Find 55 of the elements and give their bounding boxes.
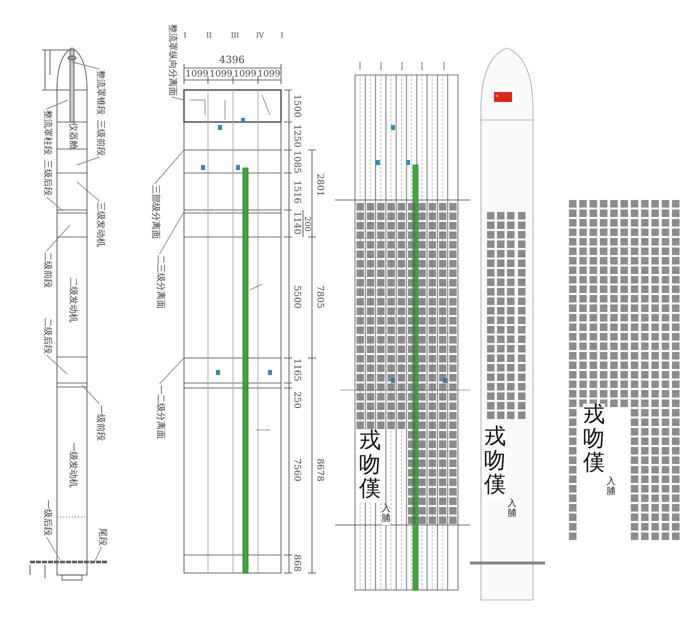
- dimension-text: 1099: [234, 70, 256, 80]
- subtitle-text: 入脯: [382, 505, 390, 525]
- part-label: 二级前段: [42, 252, 51, 288]
- dimension-text: 250: [292, 391, 300, 409]
- dimension-text: 1099: [186, 70, 208, 80]
- part-label: 整流罩纵向分离面: [167, 24, 176, 96]
- leader-line: [46, 100, 68, 110]
- part-label: 三部级分离面: [150, 185, 159, 239]
- part-label: 三级后段: [42, 160, 51, 196]
- dimension-text: 8678: [314, 458, 324, 482]
- leader-line: [154, 150, 184, 184]
- leader-line: [159, 358, 184, 384]
- part-label: 一级前段: [95, 405, 104, 441]
- part-label: 整流罩锥段: [95, 70, 104, 115]
- dimension-text: 868: [292, 554, 300, 572]
- leader-line: [82, 384, 100, 404]
- leader-line: [76, 156, 100, 166]
- part-label: 二级发动机: [68, 278, 76, 322]
- dimension-text: 200: [303, 216, 311, 232]
- part-label: 整流罩柱段: [42, 110, 51, 155]
- part-label: 一级后段: [42, 500, 51, 536]
- leader-line: [46, 354, 68, 374]
- subtitle-text: 入脯: [508, 500, 516, 520]
- dimension-text: 4396: [219, 56, 245, 66]
- dimension-text: 1140: [292, 212, 300, 234]
- part-label: 仪器舱: [68, 122, 76, 150]
- part-label: 尾段: [97, 528, 106, 546]
- dimension-text: 1099: [210, 70, 232, 80]
- dimension-text: 1099: [258, 70, 280, 80]
- leader-line: [46, 224, 70, 252]
- leader-line: [171, 96, 184, 100]
- leader-line: [46, 536, 60, 560]
- title-text: 戎吻傼: [359, 430, 381, 502]
- leader-line: [46, 196, 64, 212]
- leader-line: [72, 62, 100, 70]
- dimension-text: 7560: [292, 458, 300, 482]
- dimension-text: 1165: [292, 358, 300, 382]
- dimension-text: 5500: [292, 286, 300, 308]
- part-label: 二级后段: [42, 318, 51, 354]
- dimension-text: 1516: [292, 180, 300, 204]
- leader-line: [159, 212, 184, 254]
- dimension-text: 1500: [292, 94, 300, 118]
- part-label: 三级前段: [95, 120, 104, 156]
- dimension-text: 1085: [292, 150, 300, 174]
- part-label: 三级发动机: [95, 202, 104, 247]
- part-label: 二三级分离面: [155, 255, 164, 309]
- title-text: 戎吻傼: [484, 426, 506, 498]
- leader-line: [76, 182, 100, 202]
- subtitle-text: 入脯: [606, 478, 616, 498]
- leader-line: [94, 546, 102, 562]
- part-label: 一二级分离面: [155, 385, 164, 439]
- dimension-text: 2801: [314, 174, 324, 196]
- dimension-text: 7805: [314, 286, 324, 308]
- dimension-text: 1250: [292, 124, 300, 148]
- part-label: 一级发动机: [68, 442, 76, 488]
